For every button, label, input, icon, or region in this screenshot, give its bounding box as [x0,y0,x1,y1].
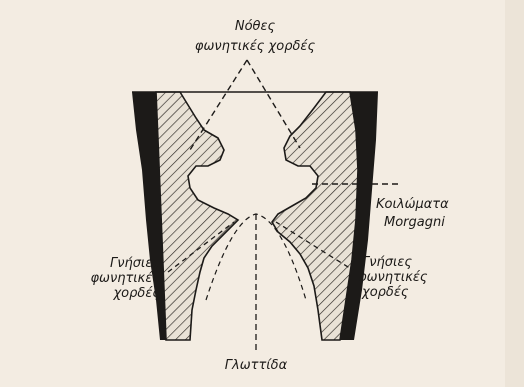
label-true-left-line3: χορδές [70,287,160,300]
label-false-folds-line2: φωνητικές χορδές [180,40,330,53]
label-true-right-line1: Γνήσιες [362,256,412,269]
right-tissue [272,92,358,340]
left-tissue [156,92,238,340]
label-glottis: Γλωττίδα [200,359,312,372]
label-true-left-line1: Γνήσιες [70,257,160,270]
label-morgagni-line2: Morgagni [384,216,445,229]
label-true-right-line2: φωνητικές [358,271,428,284]
label-morgagni-line1: Κοιλώματα [376,198,449,211]
label-true-left-line2: φωνητικές [70,272,160,285]
page-edge [505,0,524,387]
label-true-right-line3: χορδές [362,286,409,299]
label-false-folds-line1: Νόθες [210,20,300,33]
